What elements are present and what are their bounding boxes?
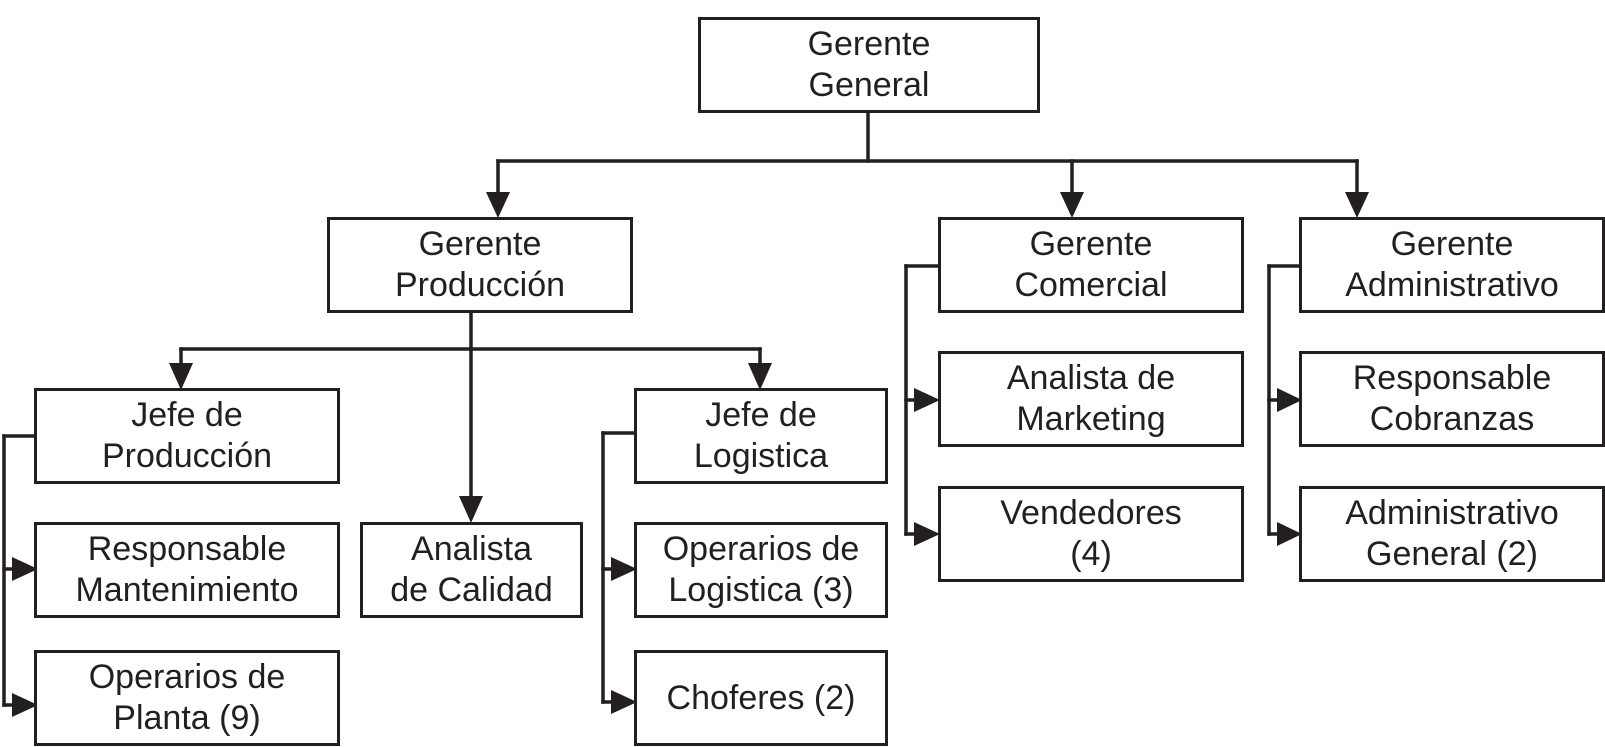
node-vendedores: Vendedores(4)	[938, 486, 1244, 582]
node-label-line: Comercial	[1014, 266, 1168, 304]
node-label-line: Mantenimiento	[75, 571, 299, 609]
node-label-line: (4)	[1070, 535, 1112, 573]
node-label-line: Responsable	[1352, 359, 1552, 397]
node-label-line: de Calidad	[390, 571, 553, 609]
node-label-line: Responsable	[87, 530, 287, 568]
node-label-line: Administrativo	[1345, 494, 1559, 532]
node-label-line: Producción	[101, 437, 273, 475]
node-label-line: Gerente	[807, 25, 931, 63]
node-label-line: Marketing	[1016, 400, 1166, 438]
node-label-line: Operarios de	[662, 530, 860, 568]
node-label-line: Analista	[411, 530, 532, 568]
node-label-line: Gerente	[1390, 225, 1514, 263]
node-label-line: General (2)	[1366, 535, 1538, 573]
node-label-line: Producción	[394, 266, 566, 304]
node-label-line: Administrativo	[1345, 266, 1559, 304]
node-label-line: Cobranzas	[1369, 400, 1535, 438]
node-label-line: Planta (9)	[113, 699, 261, 737]
node-label-line: General	[808, 66, 930, 104]
node-label-line: Logistica (3)	[668, 571, 854, 609]
node-label-line: Vendedores	[1000, 494, 1182, 532]
node-label-line: Operarios de	[88, 658, 286, 696]
node-label-line: Analista de	[1006, 359, 1176, 397]
node-label-line: Gerente	[1029, 225, 1153, 263]
node-label-line: Choferes (2)	[666, 678, 856, 717]
node-choferes: Choferes (2)	[634, 650, 888, 746]
node-label-line: Jefe de	[131, 396, 243, 434]
node-label-line: Logistica	[693, 437, 829, 475]
node-label-line: Gerente	[418, 225, 542, 263]
node-label-line: Jefe de	[705, 396, 817, 434]
